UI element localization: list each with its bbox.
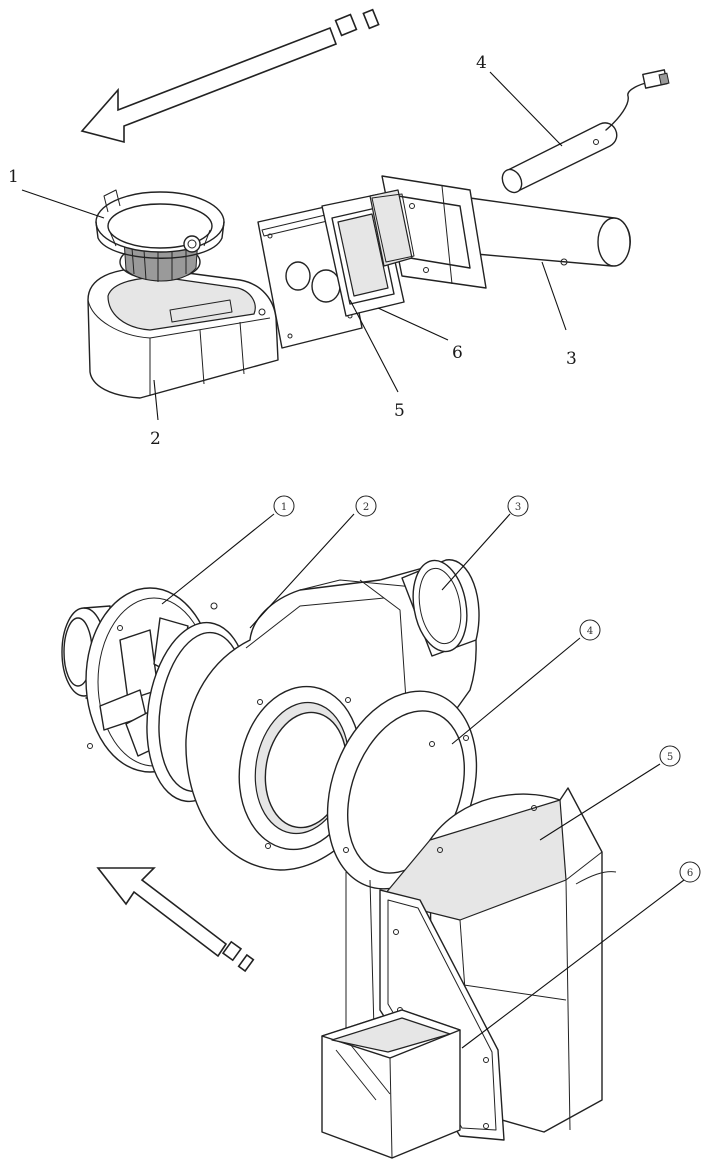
fan-housing	[87, 267, 279, 399]
volute-housing	[185, 559, 480, 871]
top-leader-lines	[21, 71, 567, 421]
top-label-1: 1	[8, 167, 19, 187]
airflow-arrow-bottom	[96, 867, 255, 973]
mounting-plate	[345, 872, 505, 1141]
svg-text:2: 2	[363, 502, 369, 513]
top-assembly: 1 2 3 4 5 6	[8, 8, 670, 449]
igniter-tube	[501, 69, 670, 194]
bottom-callout-1: 1	[273, 495, 295, 517]
burner-ring	[95, 189, 225, 282]
bottom-callout-5: 5	[659, 745, 681, 767]
airflow-arrow-top	[80, 8, 380, 144]
top-label-5: 5	[394, 401, 405, 421]
bottom-callout-2: 2	[355, 495, 377, 517]
bottom-callout-6: 6	[679, 861, 701, 883]
bottom-callout-3: 3	[507, 495, 529, 517]
svg-text:5: 5	[667, 752, 673, 763]
top-label-2: 2	[150, 429, 161, 449]
svg-text:4: 4	[587, 626, 593, 637]
top-label-3: 3	[566, 349, 577, 369]
bottom-callout-4: 4	[579, 619, 601, 641]
square-duct	[321, 1009, 461, 1159]
svg-text:1: 1	[281, 502, 287, 513]
svg-text:6: 6	[687, 868, 693, 879]
duct-assembly	[369, 175, 631, 289]
top-label-4: 4	[476, 53, 487, 73]
bottom-leader-lines	[161, 513, 685, 1049]
top-label-6: 6	[452, 343, 463, 363]
svg-text:3: 3	[515, 502, 521, 513]
bottom-assembly: 1 2 3 4 5 6	[61, 495, 701, 1159]
